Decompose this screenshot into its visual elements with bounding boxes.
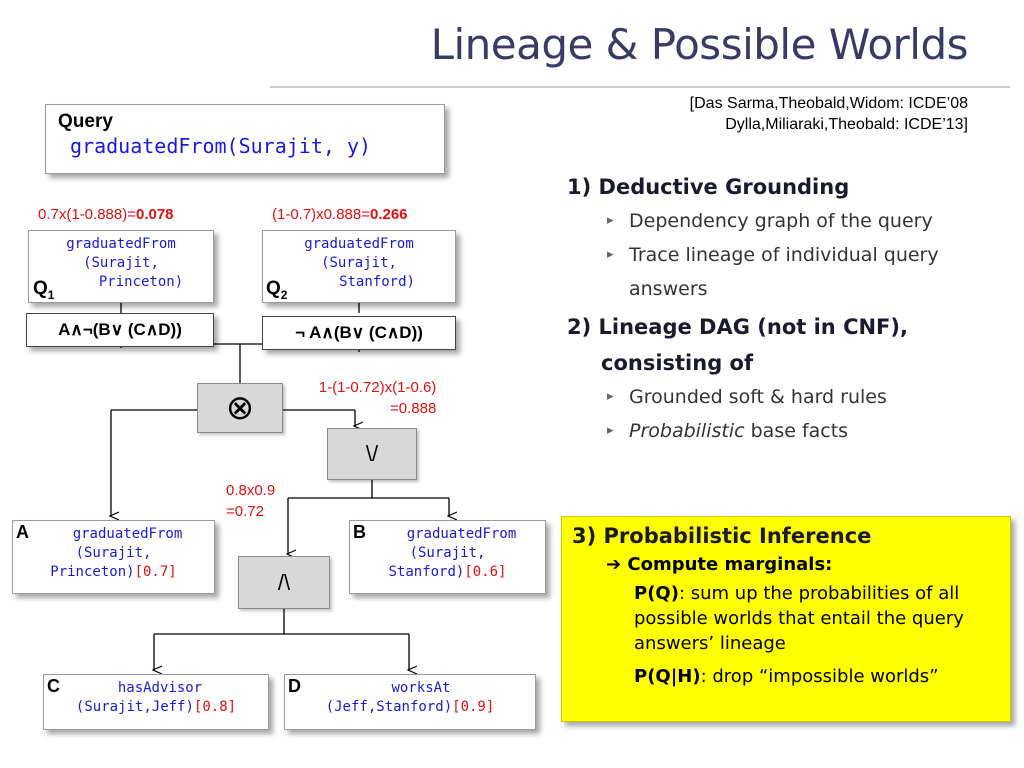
q1-fact-line-3: Princeton) bbox=[98, 274, 184, 290]
compute-marginals: ➔ Compute marginals: bbox=[606, 554, 1000, 575]
fact-d-letter: D bbox=[288, 676, 301, 696]
section-2-item-2-rest: base facts bbox=[744, 420, 849, 442]
q2-fact-line-1: graduatedFrom bbox=[304, 236, 414, 252]
q2-lineage-formula: ¬ A∧(B∨ (C∧D)) bbox=[262, 316, 456, 350]
q2-label-text: Q bbox=[266, 278, 281, 299]
or-operator-node: \/ bbox=[327, 428, 417, 480]
and-operator-node: /\ bbox=[238, 556, 330, 609]
slide-title: Lineage & Possible Worlds bbox=[430, 20, 969, 69]
fact-c-box: hasAdvisor (Surajit,Jeff)[0.8] bbox=[43, 674, 269, 730]
fact-a-line-2: (Surajit, bbox=[75, 545, 152, 561]
q2-fact-line-2: (Surajit, bbox=[321, 255, 397, 271]
and-calc-line-1: 0.8x0.9 bbox=[226, 482, 276, 499]
pqh-label: P(Q|H) bbox=[634, 666, 701, 687]
fact-a-line-3: Princeton)[0.7] bbox=[13, 563, 214, 582]
section-2-list: Grounded soft & hard rules Probabilistic… bbox=[607, 380, 1007, 448]
q1-label: Q1 bbox=[33, 278, 54, 302]
q1-fact-line-2: (Surajit, bbox=[83, 255, 159, 271]
fact-a-letter: A bbox=[16, 522, 29, 542]
section-2-title-line-2: consisting of bbox=[601, 351, 754, 375]
fact-b-tuple-end: Stanford) bbox=[388, 564, 465, 580]
q1-fact-line-1: graduatedFrom bbox=[66, 236, 176, 252]
section-2-item-1: Grounded soft & hard rules bbox=[607, 380, 1007, 414]
q2-probability-calc: (1-0.7)x0.888=0.266 bbox=[272, 206, 408, 223]
section-1-item-2: Trace lineage of individual query answer… bbox=[607, 238, 1007, 306]
fact-c-line-2: (Surajit,Jeff)[0.8] bbox=[44, 698, 268, 717]
xor-operator-node: ⊗ bbox=[197, 383, 283, 433]
section-1-title: 1) Deductive Grounding bbox=[567, 175, 850, 199]
q1-fact-box: graduatedFrom (Surajit, Princeton) bbox=[28, 230, 214, 303]
query-box: Query graduatedFrom(Surajit, y) bbox=[45, 104, 445, 174]
pq-description: P(Q): sum up the probabilities of all po… bbox=[634, 581, 994, 656]
fact-d-box: worksAt (Jeff,Stanford)[0.9] bbox=[284, 674, 536, 730]
fact-d-line-1: worksAt bbox=[391, 680, 451, 696]
or-calc-line-2: =0.888 bbox=[390, 400, 437, 417]
q1-label-sub: 1 bbox=[47, 287, 55, 302]
pqh-text: : drop “impossible worlds” bbox=[700, 666, 939, 687]
probabilistic-inference-box: 3) Probabilistic Inference ➔ Compute mar… bbox=[561, 516, 1011, 722]
query-label: Query bbox=[58, 111, 113, 132]
title-divider bbox=[270, 86, 1010, 88]
explanation-panel: 1) Deductive Grounding Dependency graph … bbox=[567, 172, 1007, 454]
section-2-item-2-emphasis: Probabilistic bbox=[629, 420, 745, 442]
fact-b-line-1: graduatedFrom bbox=[406, 526, 517, 542]
pq-text: : sum up the probabilities of all possib… bbox=[634, 583, 964, 654]
section-2-title: 2) Lineage DAG (not in CNF), consisting … bbox=[567, 312, 1007, 378]
pqh-description: P(Q|H): drop “impossible worlds” bbox=[634, 664, 994, 689]
citation: [Das Sarma,Theobald,Widom: ICDE’08 Dylla… bbox=[690, 93, 968, 135]
compute-marginals-label: Compute marginals: bbox=[627, 554, 833, 575]
section-2-title-line-1: 2) Lineage DAG (not in CNF), bbox=[567, 315, 908, 339]
q2-fact-box: graduatedFrom (Surajit, Stanford) bbox=[262, 230, 456, 303]
inference-title: 3) Probabilistic Inference bbox=[572, 524, 872, 548]
q2-calc-result: 0.266 bbox=[369, 206, 408, 223]
section-1-item-1: Dependency graph of the query bbox=[607, 204, 1007, 238]
q1-probability-calc: 0.7x(1-0.888)=0.078 bbox=[38, 206, 174, 223]
section-1-list: Dependency graph of the query Trace line… bbox=[607, 204, 1007, 306]
or-calc-line-1: 1-(1-0.72)x(1-0.6) bbox=[318, 379, 437, 396]
pq-label: P(Q) bbox=[634, 583, 679, 604]
and-calc-line-2: =0.72 bbox=[226, 503, 264, 520]
fact-b-line-3: Stanford)[0.6] bbox=[350, 563, 545, 582]
fact-a-tuple-end: Princeton) bbox=[50, 564, 135, 580]
fact-d-line-2: (Jeff,Stanford)[0.9] bbox=[285, 698, 535, 717]
fact-d-probability: [0.9] bbox=[452, 699, 495, 715]
fact-d-tuple: (Jeff,Stanford) bbox=[325, 699, 453, 715]
q2-fact-line-3: Stanford) bbox=[339, 274, 415, 290]
q1-calc-result: 0.078 bbox=[135, 206, 174, 223]
fact-b-line-2: (Surajit, bbox=[409, 545, 486, 561]
arrow-right-icon: ➔ bbox=[606, 554, 622, 575]
fact-c-probability: [0.8] bbox=[193, 699, 237, 715]
fact-a-probability: [0.7] bbox=[134, 564, 177, 580]
citation-line-2: Dylla,Miliaraki,Theobald: ICDE’13] bbox=[725, 116, 968, 133]
fact-b-box: graduatedFrom (Surajit, Stanford)[0.6] bbox=[349, 520, 546, 594]
fact-c-letter: C bbox=[47, 676, 60, 696]
citation-line-1: [Das Sarma,Theobald,Widom: ICDE’08 bbox=[689, 95, 968, 112]
fact-b-probability: [0.6] bbox=[464, 564, 507, 580]
or-probability-calc: 1-(1-0.72)x(1-0.6) =0.888 bbox=[298, 377, 437, 419]
fact-c-line-1: hasAdvisor bbox=[117, 680, 203, 696]
q1-calc-prefix: 0.7x(1-0.888)= bbox=[38, 206, 136, 223]
fact-b-letter: B bbox=[353, 522, 366, 542]
section-2-item-2: Probabilistic base facts bbox=[607, 414, 1007, 448]
q1-label-text: Q bbox=[33, 278, 48, 299]
q2-label-sub: 2 bbox=[280, 287, 288, 302]
and-probability-calc: 0.8x0.9 =0.72 bbox=[226, 480, 275, 522]
fact-a-box: graduatedFrom (Surajit, Princeton)[0.7] bbox=[12, 520, 215, 594]
q2-label: Q2 bbox=[266, 278, 287, 302]
query-text: graduatedFrom(Surajit, y) bbox=[70, 134, 372, 158]
q2-calc-prefix: (1-0.7)x0.888= bbox=[272, 206, 370, 223]
fact-a-line-1: graduatedFrom bbox=[72, 526, 183, 542]
q1-lineage-formula: A∧¬(B∨ (C∧D)) bbox=[26, 313, 214, 347]
fact-c-tuple: (Surajit,Jeff) bbox=[75, 699, 194, 715]
